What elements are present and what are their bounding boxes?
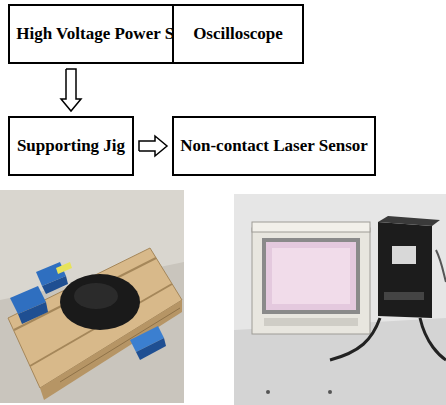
- jig-photo: [0, 190, 184, 403]
- process-box: Supporting Jig: [8, 116, 134, 176]
- box-label: Supporting Jig: [17, 136, 125, 156]
- box-label: Oscilloscope: [193, 24, 283, 44]
- block-arrow: [61, 69, 81, 111]
- block-arrow: [139, 136, 167, 156]
- process-box: Non-contact Laser Sensor: [172, 116, 376, 176]
- process-box: Oscilloscope: [172, 4, 304, 64]
- box-label: Non-contact Laser Sensor: [180, 136, 368, 156]
- instrument-photo: [234, 194, 446, 405]
